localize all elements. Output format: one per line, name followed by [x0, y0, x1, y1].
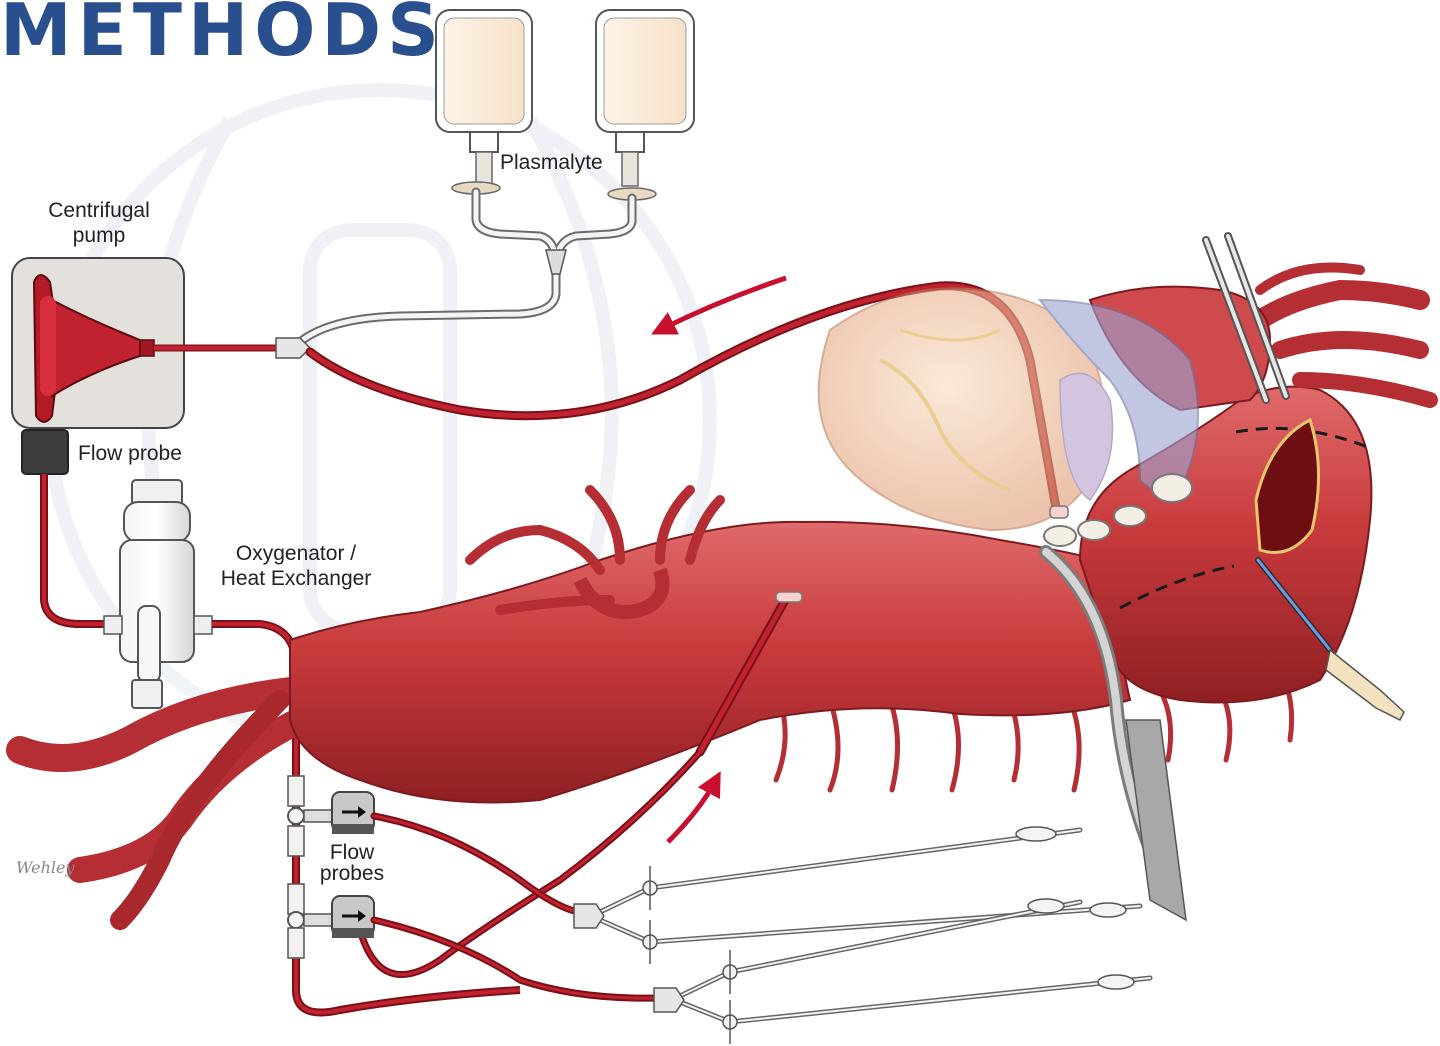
label-flow-probe: Flow probe [78, 441, 182, 466]
label-flow-probes: Flow probes [300, 842, 404, 884]
plasmalyte-bag-right [596, 10, 694, 200]
y-connector [546, 250, 566, 274]
centrifugal-pump [12, 258, 184, 428]
perfusion-catheters [600, 830, 1150, 1022]
y-connector-manifold-lower [654, 988, 684, 1012]
oxygenator-heat-exchanger [104, 480, 212, 708]
label-plasmalyte: Plasmalyte [500, 150, 603, 175]
flow-probe-device [22, 430, 68, 474]
y-connector-manifold-upper [574, 904, 604, 928]
label-flow-probes-line2: probes [300, 863, 404, 884]
label-centrifugal-pump: Centrifugal pump [34, 198, 164, 248]
label-oxygenator-line1: Oxygenator / [206, 541, 386, 566]
page-title: METHODS [0, 0, 445, 66]
label-centrifugal-pump-line2: pump [34, 223, 164, 248]
label-centrifugal-pump-line1: Centrifugal [34, 198, 164, 223]
label-oxygenator: Oxygenator / Heat Exchanger [206, 541, 386, 591]
flow-direction-arrow-bottom [668, 780, 716, 842]
label-oxygenator-line2: Heat Exchanger [206, 566, 386, 591]
aorta-illustration [20, 268, 1430, 921]
flow-probe-lower [304, 896, 374, 938]
illustrator-signature: Wehley [16, 858, 75, 877]
label-flow-probes-line1: Flow [300, 842, 404, 863]
flow-probe-upper [304, 792, 374, 834]
